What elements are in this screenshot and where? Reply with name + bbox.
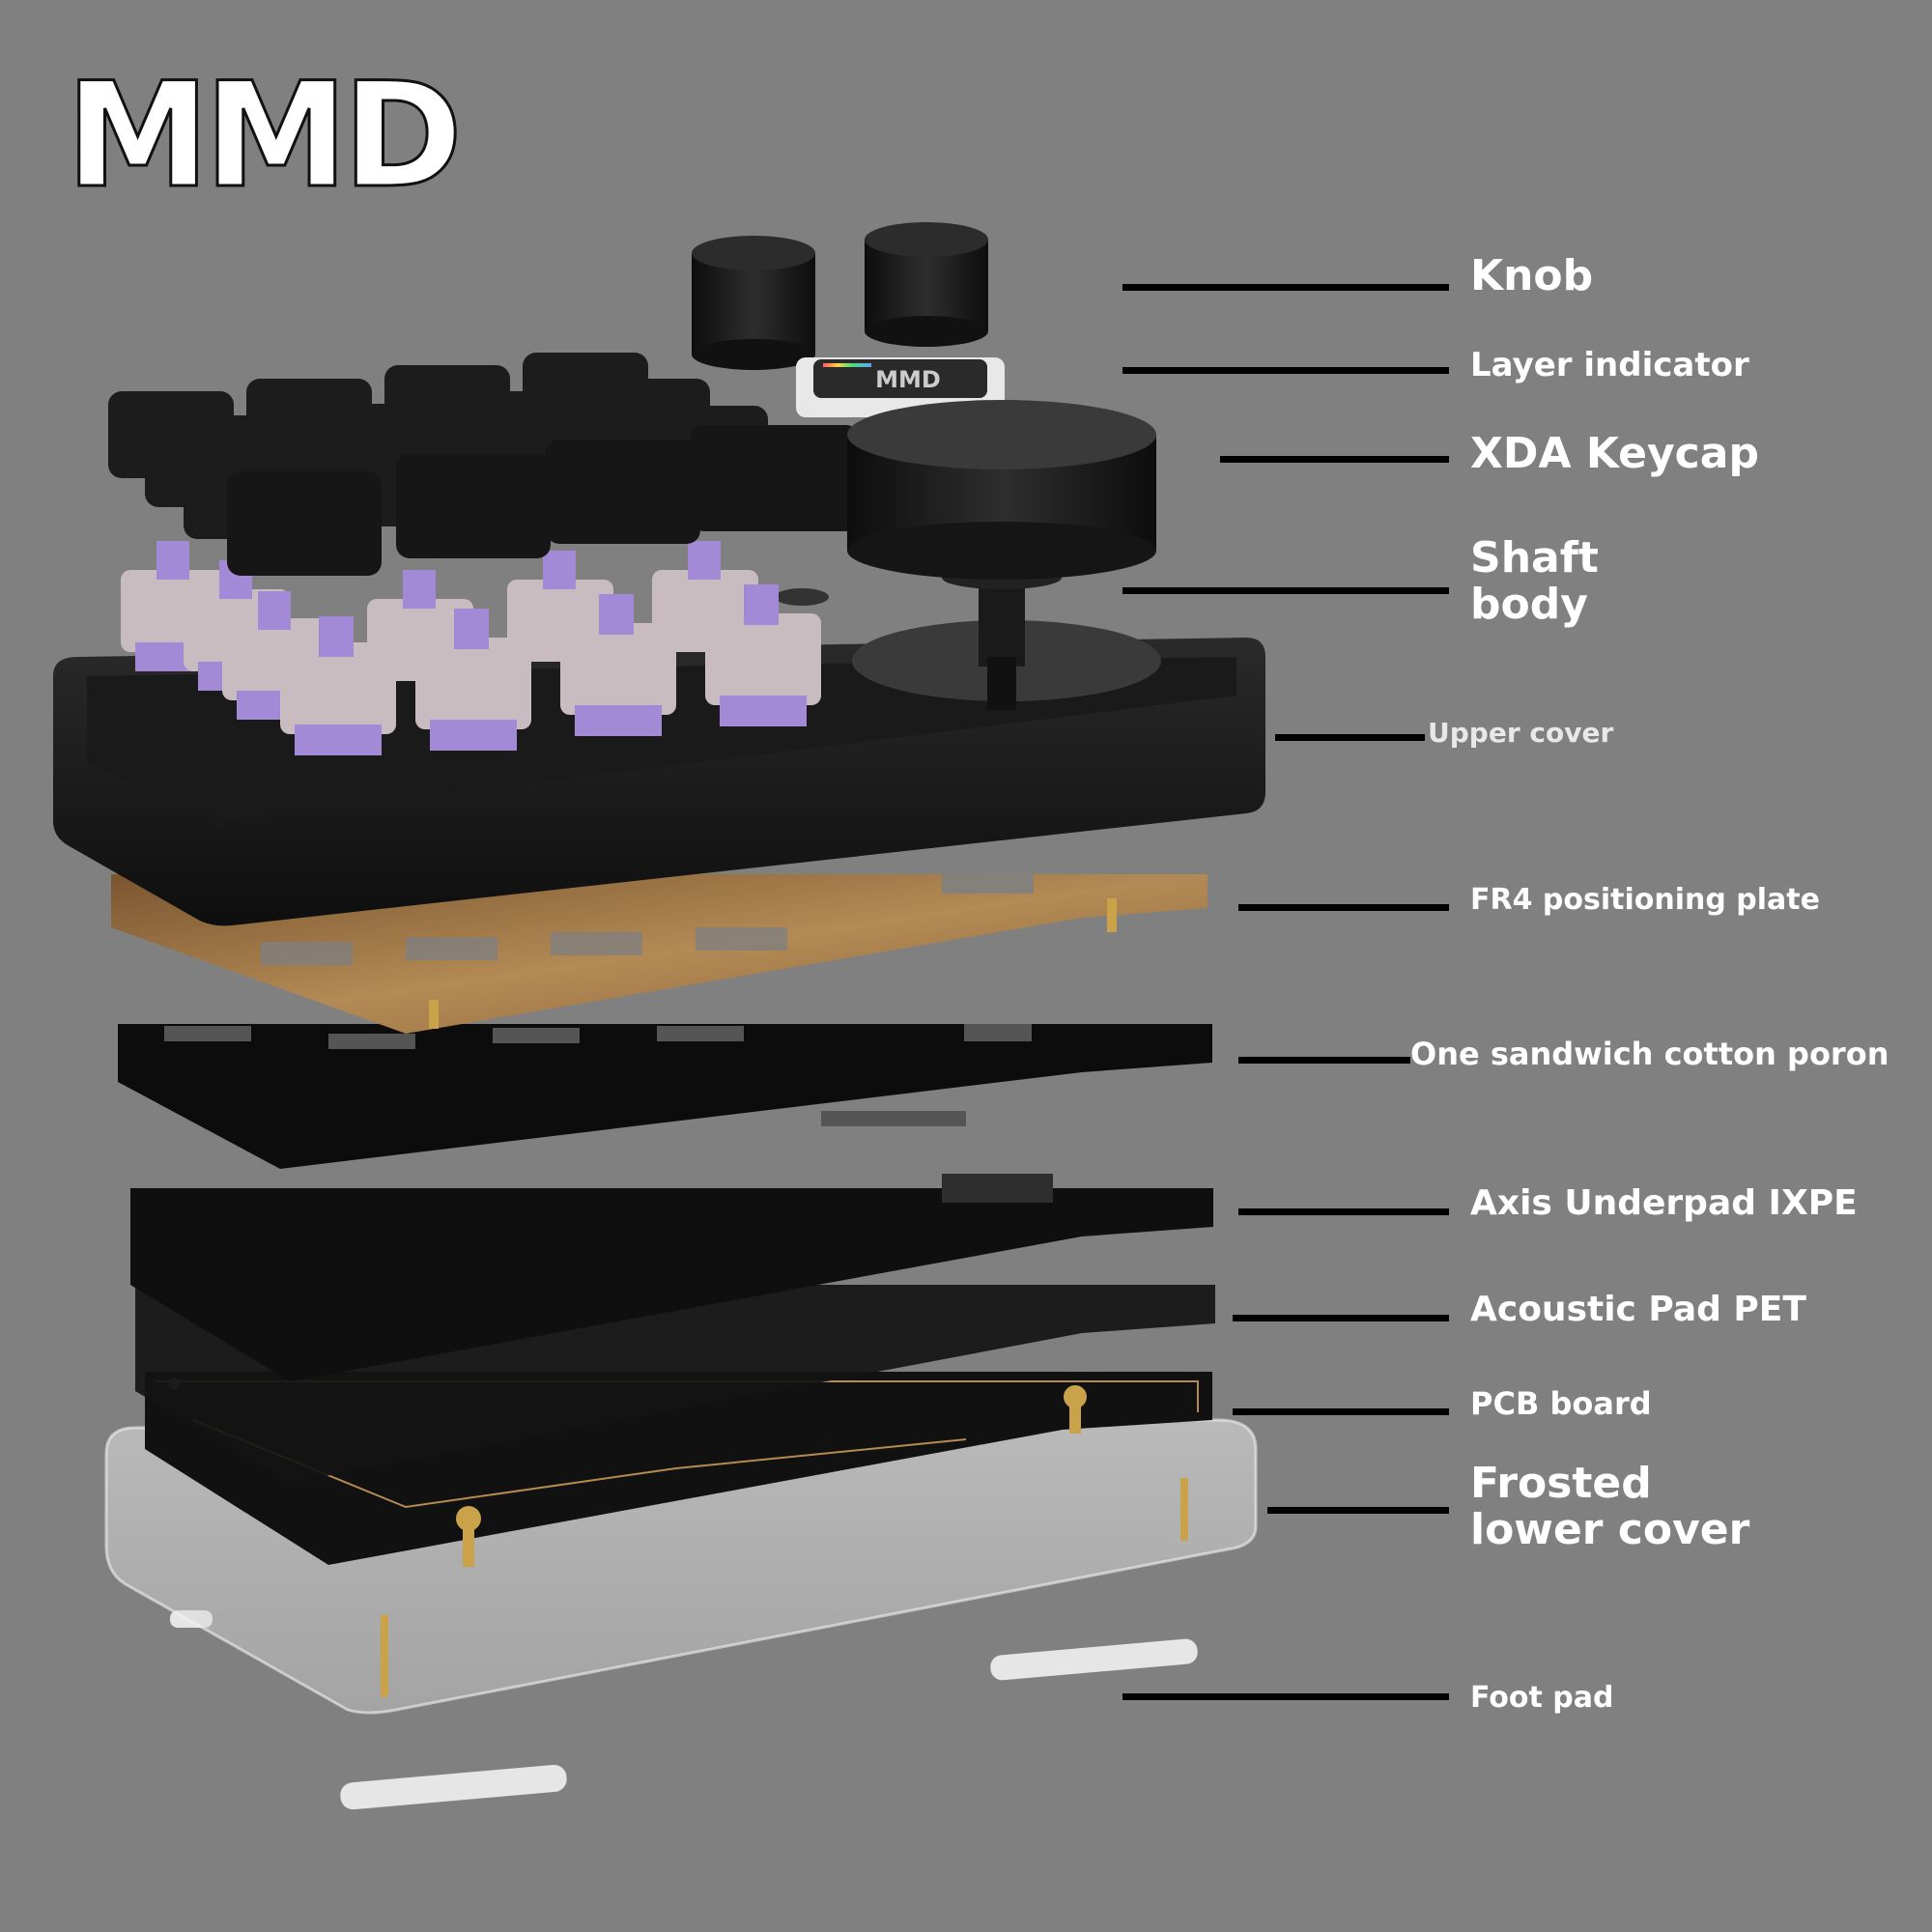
leader-fr4-plate xyxy=(1238,904,1449,911)
leader-pet xyxy=(1233,1315,1449,1321)
label-poron: One sandwich cotton poron xyxy=(1410,1036,1889,1072)
leader-upper-cover xyxy=(1275,734,1425,741)
label-ixpe: Axis Underpad IXPE xyxy=(1470,1183,1858,1223)
layer-indicator: MMD xyxy=(796,357,1005,417)
label-lower-cover: Frosted lower cover xyxy=(1470,1459,1750,1555)
layer-indicator-logo: MMD xyxy=(875,366,941,393)
leader-layer-indicator xyxy=(1122,367,1449,374)
leader-knob xyxy=(1122,284,1449,291)
label-shaft-body: Shaft body xyxy=(1470,533,1599,630)
brand-logo: MMD xyxy=(64,52,464,220)
xda-keycaps xyxy=(108,353,860,576)
leader-ixpe xyxy=(1238,1208,1449,1215)
label-foot-pad: Foot pad xyxy=(1470,1681,1614,1715)
label-upper-cover: Upper cover xyxy=(1428,717,1614,749)
switches xyxy=(121,541,821,755)
leader-shaft-body xyxy=(1122,587,1449,594)
label-layer-indicator: Layer indicator xyxy=(1470,346,1749,384)
axis-underpad-ixpe xyxy=(130,1174,1213,1381)
sandwich-cotton-poron xyxy=(118,1024,1212,1169)
leader-lower-cover xyxy=(1267,1507,1449,1514)
label-xda-keycap: XDA Keycap xyxy=(1470,429,1759,478)
large-knob xyxy=(847,400,1156,710)
label-pcb: PCB board xyxy=(1470,1385,1652,1422)
label-fr4-plate: FR4 positioning plate xyxy=(1470,883,1820,917)
leader-xda-keycap xyxy=(1220,456,1449,463)
leader-pcb xyxy=(1233,1408,1449,1415)
knobs xyxy=(692,222,988,370)
leader-foot-pad xyxy=(1122,1693,1449,1700)
leader-poron xyxy=(1238,1057,1410,1064)
fr4-positioning-plate xyxy=(111,865,1208,1034)
label-pet: Acoustic Pad PET xyxy=(1470,1290,1806,1329)
label-knob: Knob xyxy=(1470,251,1594,300)
